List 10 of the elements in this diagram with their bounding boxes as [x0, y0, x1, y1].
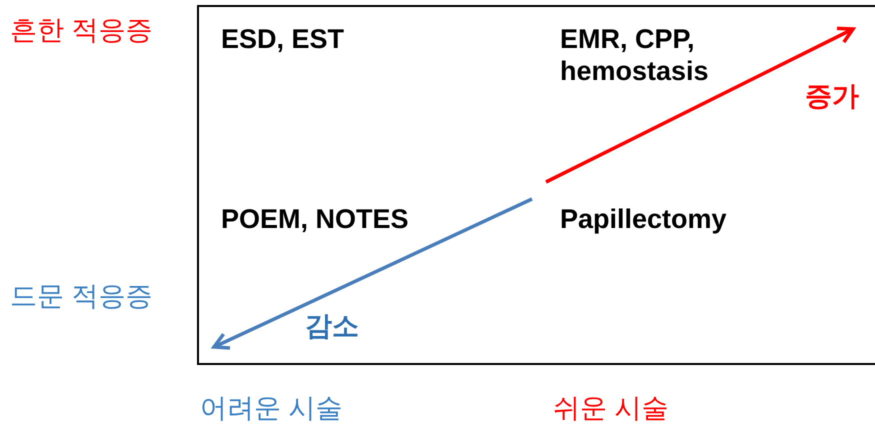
trend-label: 감소	[305, 310, 359, 342]
cell-text: EMR, CPP, hemostasis	[560, 23, 710, 87]
axis-label: 드문 적응증	[10, 280, 153, 312]
axis-label: 쉬운 시술	[553, 392, 669, 424]
trend-label: 증가	[805, 80, 859, 112]
axis-label: 어려운 시술	[200, 392, 343, 424]
cell-text: ESD, EST	[221, 23, 346, 55]
axis-label: 흔한 적응증	[10, 14, 153, 46]
cell-text: Papillectomy	[560, 203, 728, 235]
cell-text: POEM, NOTES	[221, 203, 410, 235]
